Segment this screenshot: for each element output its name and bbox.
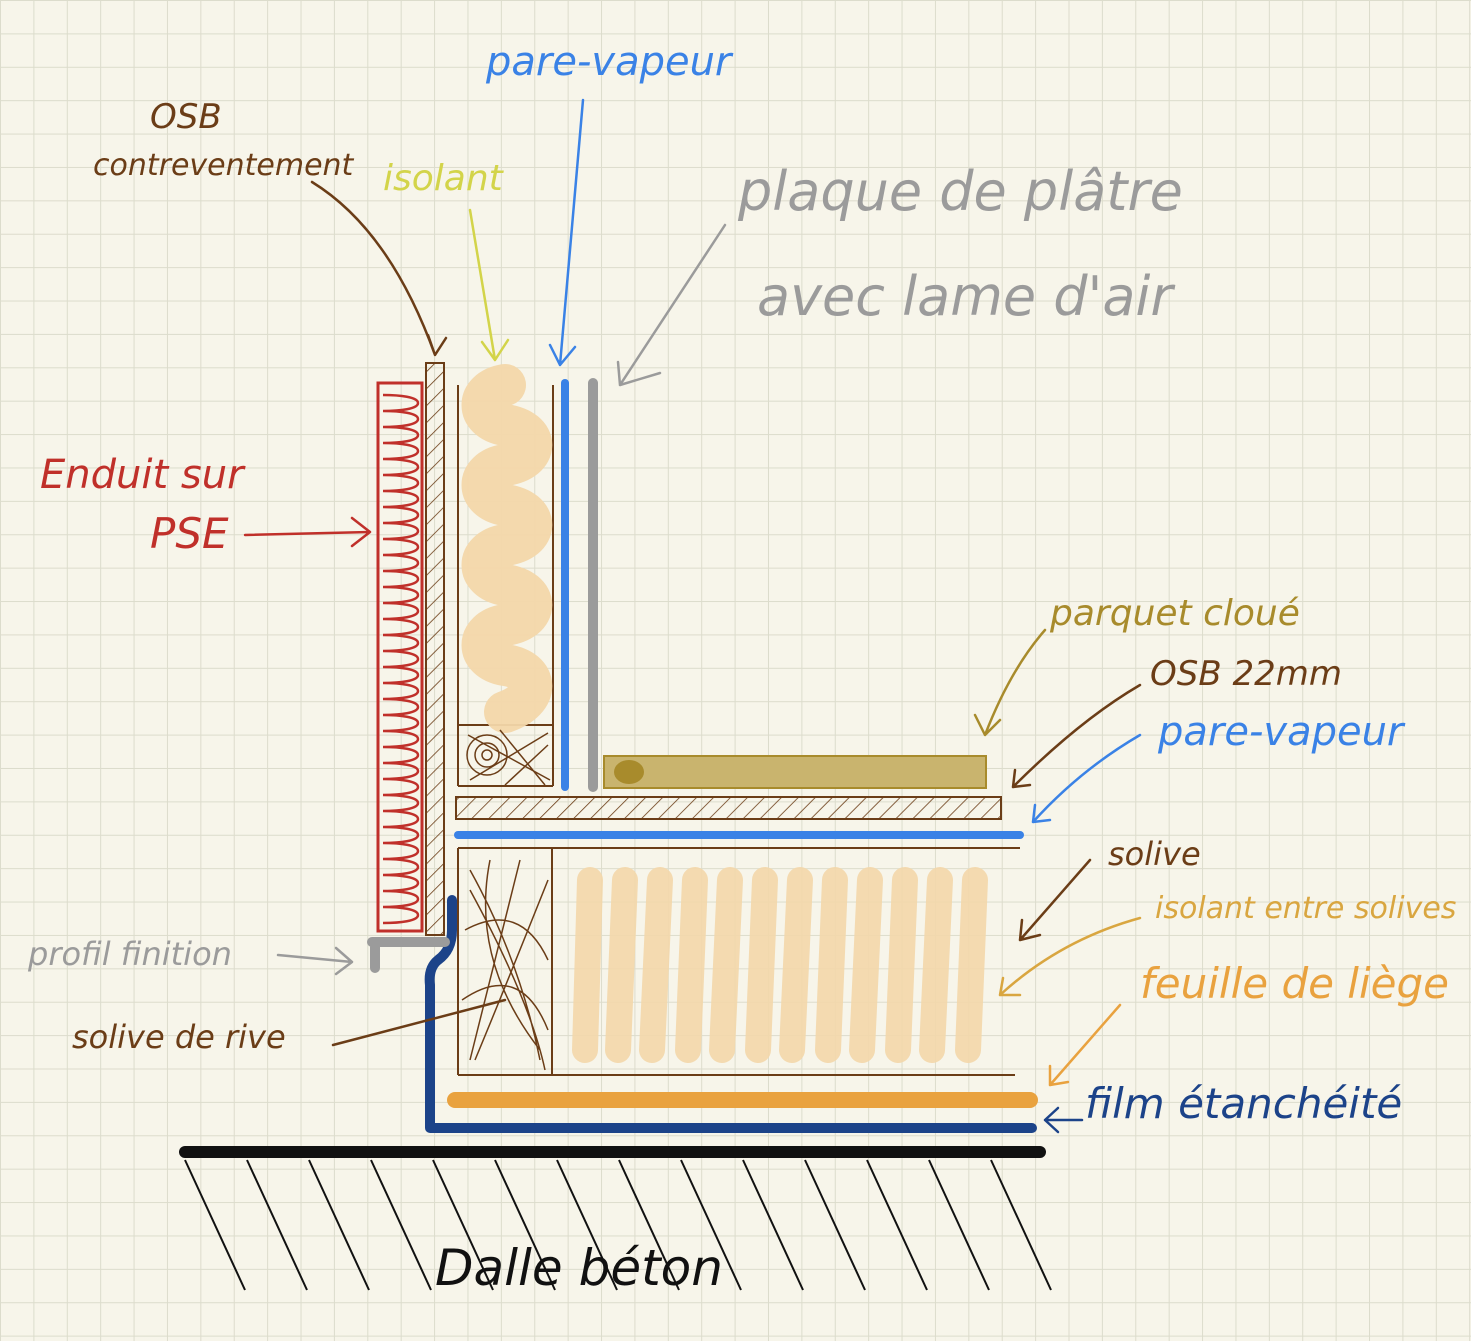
label-osb-contreventement-1: OSB [150, 97, 222, 137]
arrow-icon [1048, 1003, 1122, 1087]
rim-joist-grain [461, 859, 549, 1071]
label-film-etancheite: film étanchéité [1085, 1079, 1402, 1128]
slab-hatch-line [494, 1159, 556, 1291]
arrow-icon [1031, 733, 1142, 824]
concrete-slab [179, 1146, 1052, 1291]
slab-hatch-line [308, 1159, 370, 1291]
pse-render-layer [376, 381, 424, 933]
osb-22-panel [455, 796, 1002, 820]
label-pare-vapeur-wall: pare-vapeur [485, 39, 734, 85]
slab-hatch-line [432, 1159, 494, 1291]
slab-hatch-line [866, 1159, 928, 1291]
arrow-icon [616, 223, 727, 387]
floor-joists [457, 847, 1020, 1076]
slab-hatch-line [556, 1159, 618, 1291]
slab-hatch-line [680, 1159, 742, 1291]
arrow-icon [310, 180, 448, 357]
label-parquet: parquet cloué [1049, 593, 1300, 634]
slab-hatch-line [618, 1159, 680, 1291]
label-osb-22: OSB 22mm [1150, 654, 1342, 694]
arrow-icon [548, 98, 585, 367]
arrow-icon [276, 946, 354, 976]
arrow-icon [1011, 683, 1142, 789]
arrow-icon [468, 208, 510, 362]
label-pare-vapeur-floor: pare-vapeur [1157, 709, 1406, 755]
arrow-icon [973, 628, 1047, 737]
label-osb-contreventement-2: contreventement [93, 148, 355, 183]
finishing-profile [367, 937, 450, 973]
slab-hatch-line [742, 1159, 804, 1291]
slab-hatch-line [246, 1159, 308, 1291]
floor-insulation-zigzag [572, 867, 988, 1063]
label-enduit-2: PSE [150, 509, 229, 558]
label-isolant-solives: isolant entre solives [1155, 891, 1456, 926]
label-feuille-liege: feuille de liège [1140, 959, 1449, 1008]
hatch-pattern [184, 1159, 1052, 1291]
label-dalle: Dalle béton [435, 1239, 723, 1297]
label-profil-finition: profil finition [27, 935, 232, 973]
slab-hatch-line [990, 1159, 1052, 1291]
slab-hatch-line [804, 1159, 866, 1291]
parquet-board [603, 755, 987, 789]
label-plaque-1: plaque de plâtre [737, 160, 1183, 223]
arrow-icon [998, 916, 1142, 997]
arrow-icon [1043, 1106, 1084, 1134]
wall-insulation [457, 364, 554, 787]
slab-hatch-line [184, 1159, 246, 1291]
label-solive: solive [1108, 835, 1201, 873]
waterproof-membrane [424, 895, 1037, 1133]
arrow-icon [331, 998, 507, 1047]
arrow-icon [1018, 858, 1092, 942]
label-enduit-1: Enduit sur [40, 452, 246, 498]
slab-hatch-line [928, 1159, 990, 1291]
label-isolant: isolant [383, 158, 505, 199]
arrow-icon [243, 516, 372, 548]
insulation-zigzag [461, 364, 553, 733]
label-solive-rive: solive de rive [72, 1018, 286, 1056]
label-plaque-2: avec lame d'air [757, 265, 1175, 328]
wall-sill-end-grain [466, 729, 551, 786]
osb-bracing-layer [425, 362, 445, 936]
slab-hatch-line [370, 1159, 432, 1291]
